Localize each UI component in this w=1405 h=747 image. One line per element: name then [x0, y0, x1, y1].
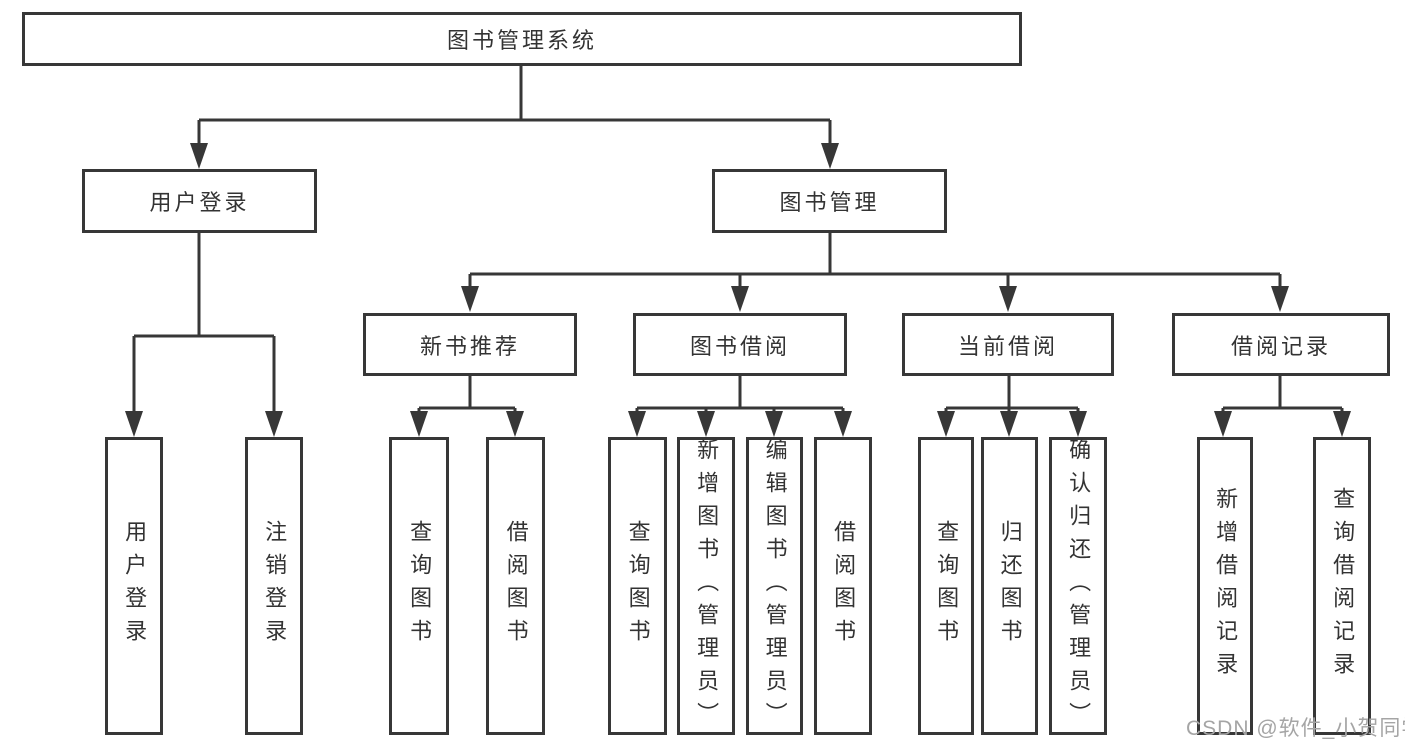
leaf-recommend-query-books: 查询图书 — [389, 437, 449, 735]
leaf-recommend-borrow-books-label: 借阅图书 — [503, 520, 529, 652]
leaf-user-login: 用户登录 — [105, 437, 163, 735]
leaf-borrow-query-books-label: 查询图书 — [625, 520, 651, 652]
node-new-book-recommend-label: 新书推荐 — [419, 333, 520, 359]
leaf-borrow-edit-books-admin: 编辑图书（管理员） — [746, 437, 803, 735]
node-user-login-label: 用户登录 — [149, 190, 250, 215]
leaf-recommend-borrow-books: 借阅图书 — [486, 437, 545, 735]
node-current-borrow: 当前借阅 — [902, 313, 1114, 376]
leaf-current-query-books-label: 查询图书 — [934, 520, 960, 652]
leaf-records-add-borrow-record-label: 新增借阅记录 — [1213, 487, 1239, 685]
leaf-current-confirm-return-admin-label: 确认归还（管理员） — [1066, 437, 1092, 735]
node-new-book-recommend: 新书推荐 — [363, 313, 577, 376]
leaf-current-return-books: 归还图书 — [981, 437, 1038, 735]
leaf-user-login-label: 用户登录 — [122, 520, 148, 652]
leaf-borrow-add-books-admin-label: 新增图书（管理员） — [694, 437, 720, 735]
leaf-current-return-books-label: 归还图书 — [997, 520, 1023, 652]
arrowhead-icons — [125, 143, 1351, 437]
leaf-borrow-edit-books-admin-label: 编辑图书（管理员） — [762, 437, 788, 735]
leaf-borrow-query-books: 查询图书 — [608, 437, 667, 735]
node-book-management-label: 图书管理 — [779, 190, 880, 215]
leaf-recommend-query-books-label: 查询图书 — [407, 520, 433, 652]
leaf-records-query-borrow-record: 查询借阅记录 — [1313, 437, 1371, 735]
node-book-borrow-label: 图书借阅 — [689, 333, 790, 359]
node-current-borrow-label: 当前借阅 — [957, 333, 1058, 359]
watermark: CSDN @软件_小贺同学 — [1186, 717, 1405, 740]
leaf-current-confirm-return-admin: 确认归还（管理员） — [1049, 437, 1107, 735]
leaf-logout: 注销登录 — [245, 437, 303, 735]
leaf-borrow-borrow-books: 借阅图书 — [814, 437, 872, 735]
node-root: 图书管理系统 — [22, 12, 1022, 66]
node-book-management: 图书管理 — [712, 169, 947, 233]
leaf-records-query-borrow-record-label: 查询借阅记录 — [1330, 487, 1356, 685]
node-root-label: 图书管理系统 — [446, 28, 597, 53]
node-user-login: 用户登录 — [82, 169, 317, 233]
leaf-borrow-add-books-admin: 新增图书（管理员） — [677, 437, 735, 735]
leaf-logout-label: 注销登录 — [262, 520, 288, 652]
node-borrow-records: 借阅记录 — [1172, 313, 1390, 376]
leaf-records-add-borrow-record: 新增借阅记录 — [1197, 437, 1253, 735]
leaf-current-query-books: 查询图书 — [918, 437, 974, 735]
node-book-borrow: 图书借阅 — [633, 313, 847, 376]
node-borrow-records-label: 借阅记录 — [1230, 333, 1331, 359]
leaf-borrow-borrow-books-label: 借阅图书 — [831, 520, 857, 652]
